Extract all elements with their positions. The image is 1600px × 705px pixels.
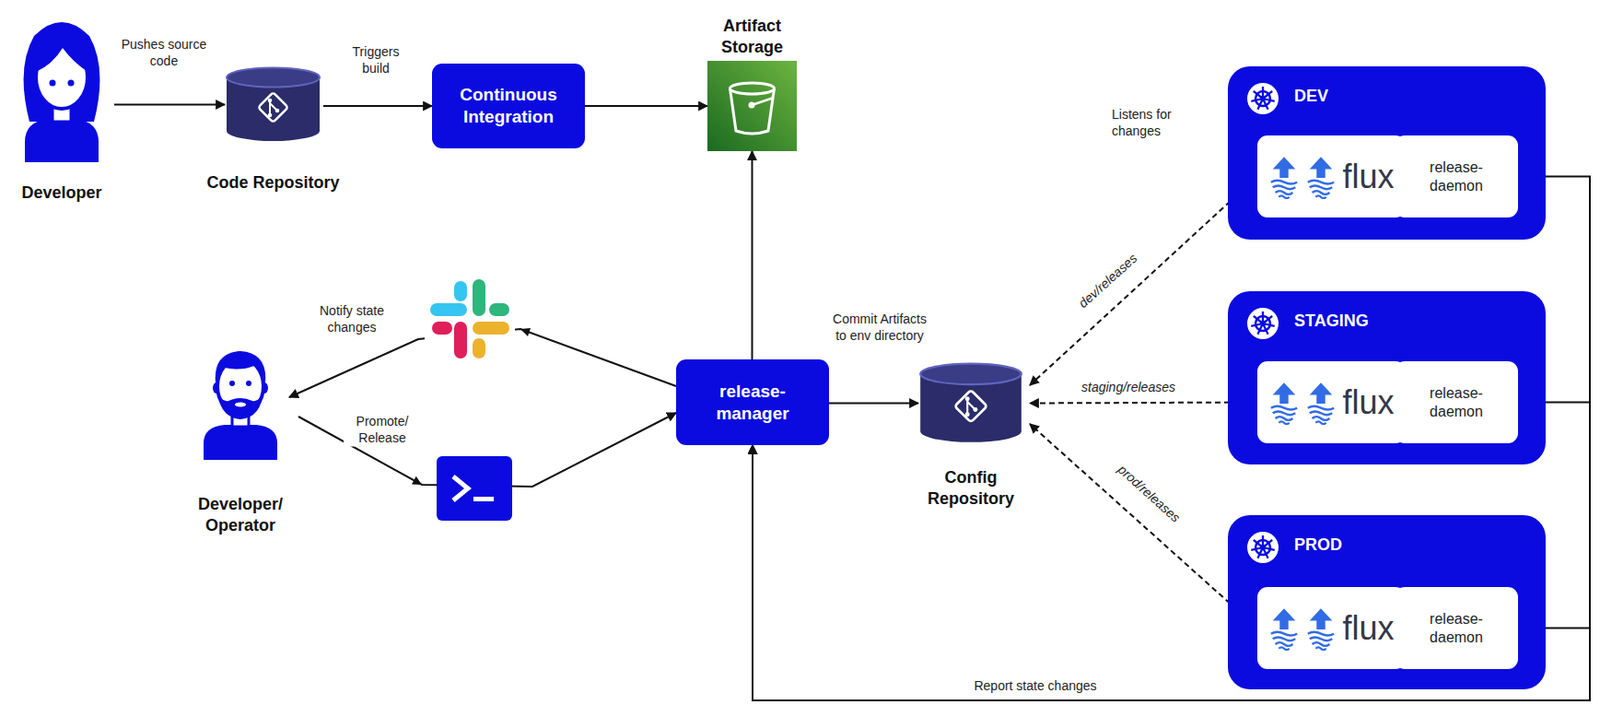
box-label: release- daemon (1414, 384, 1498, 420)
edge-label: Promote/ Release (343, 412, 421, 447)
slack-icon (424, 273, 515, 364)
operator-icon (198, 341, 282, 460)
panel-heading: PROD (1294, 535, 1343, 555)
edge-label: prod/releases (1111, 458, 1187, 528)
flux-logo (1305, 380, 1337, 425)
connector-arrow (751, 151, 754, 360)
edge-label: Commit Artifacts to env directory (825, 310, 935, 345)
arrowhead (520, 327, 531, 337)
edge-label: dev/releases (1073, 247, 1145, 315)
kubernetes-icon (1246, 530, 1280, 564)
arrowhead (411, 476, 422, 485)
flux-box: flux (1257, 135, 1406, 218)
box-label: Continuous Integration (443, 83, 573, 129)
config-repository: Config Repository (918, 362, 1024, 444)
connector-arrow (584, 105, 708, 107)
kubernetes-icon (1246, 306, 1280, 340)
edge-label: Notify state changes (305, 302, 399, 337)
artifact-storage: Artifact Storage (707, 60, 797, 152)
panel-heading: STAGING (1294, 311, 1369, 331)
box-label: release- daemon (1414, 158, 1498, 194)
edge-label: Pushes source code (110, 35, 218, 71)
code-repository: Code Repository (224, 66, 322, 143)
dashed-connector (1029, 176, 1258, 386)
flux-logo (1305, 154, 1337, 199)
terminal-icon (436, 455, 513, 521)
flux-logo (1268, 606, 1300, 651)
daemon-box: release- daemon (1394, 361, 1519, 444)
flux-box: flux (1257, 361, 1406, 444)
repository-cylinder (224, 66, 322, 143)
flux-logo (1268, 154, 1300, 199)
developer-icon (11, 12, 113, 163)
edge-label: Report state changes (970, 677, 1099, 696)
node-caption: Config Repository (915, 467, 1027, 509)
flux-wordmark: flux (1342, 385, 1394, 420)
note-label: Listens for changes (1111, 106, 1195, 140)
box-label: release- daemon (1414, 609, 1498, 645)
connector-arrow (752, 444, 1590, 701)
connector-arrow (323, 105, 433, 107)
process-box: release- manager (676, 359, 830, 445)
panel-heading: DEV (1294, 86, 1329, 106)
edge-label: staging/releases (1078, 378, 1179, 398)
flux-wordmark: flux (1342, 160, 1394, 194)
flux-wordmark: flux (1342, 611, 1394, 645)
cluster-panel: flux release- daemon STAGING (1227, 291, 1546, 465)
connector-arrow (752, 176, 1590, 701)
box-label: release- manager (700, 380, 806, 425)
cluster-panel: flux release- daemon PROD (1227, 514, 1546, 690)
edge-label: Triggers build (340, 43, 411, 78)
node-caption: Artifact Storage (701, 15, 804, 58)
repository-cylinder (918, 362, 1024, 444)
flux-box: flux (1257, 586, 1406, 669)
dashed-connector (1029, 423, 1258, 629)
node-caption: Developer/ Operator (185, 493, 296, 536)
flux-logo (1268, 380, 1300, 425)
dashed-connector (1029, 402, 1258, 404)
flux-logo (1305, 606, 1337, 651)
daemon-box: release- daemon (1394, 586, 1519, 669)
daemon-box: release- daemon (1394, 135, 1519, 218)
storage-bucket (707, 60, 797, 152)
process-box: Continuous Integration (432, 63, 585, 149)
developer-actor: Developer (11, 12, 113, 163)
connector-arrow (829, 402, 919, 405)
operator-actor: Developer/ Operator (198, 341, 282, 460)
node-caption: Code Repository (181, 172, 366, 194)
connector-arrow (114, 104, 225, 106)
kubernetes-icon (1246, 81, 1280, 116)
cluster-panel: flux release- daemon DEV (1227, 66, 1546, 240)
node-caption: Developer (0, 182, 131, 204)
